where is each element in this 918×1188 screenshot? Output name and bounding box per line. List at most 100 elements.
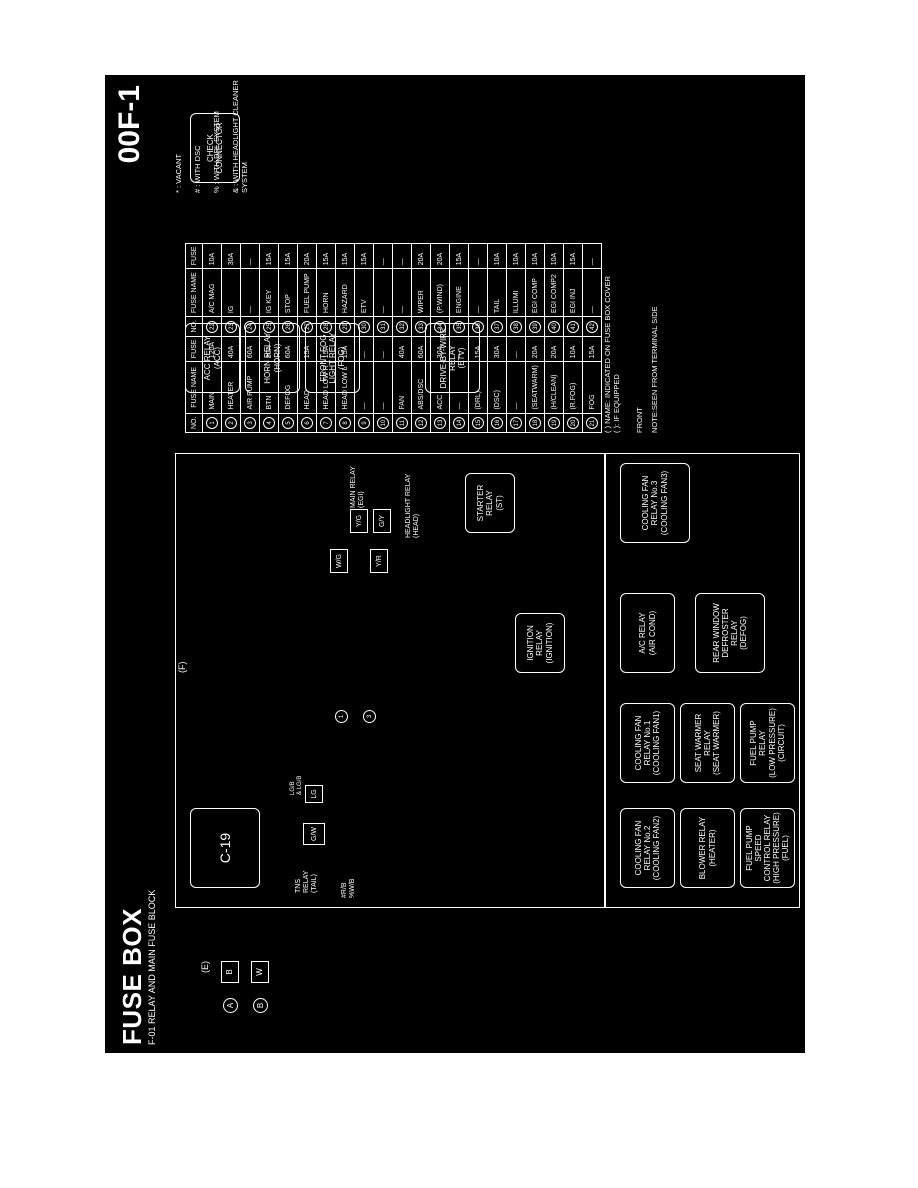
legend-drl: % : WITH DRL SYSTEM [211, 111, 221, 193]
fuse-number: 33 [415, 320, 427, 333]
fuse-number: 41 [567, 320, 579, 333]
fuse-table-cell: 60A [240, 336, 260, 362]
fuse-table-cell: — [468, 268, 488, 317]
fuse-table-cell: AIR PUMP [240, 361, 260, 414]
fuse-number: 22 [206, 320, 218, 333]
fuse-number: 7 [320, 417, 332, 429]
fuse-number: 13 [434, 417, 446, 429]
fuse-box-sheet: FUSE BOX F-01 RELAY AND MAIN FUSE BLOCK … [105, 75, 805, 1053]
fuse-number: 12 [415, 417, 427, 429]
fuse-table-row: 10——31—— [373, 243, 393, 433]
fuse-table-cell: (DRL) [468, 361, 488, 414]
fuse-table-cell: 30A [221, 243, 241, 269]
fuse-table-cell: 15A [563, 243, 583, 269]
page-subtitle: F-01 RELAY AND MAIN FUSE BLOCK [147, 889, 157, 1045]
fuse-table-cell: HORN [316, 268, 336, 317]
header-fuse-left: FUSE [185, 336, 203, 362]
fuse-table-cell: 20 [563, 413, 583, 433]
fuse-number: 27 [301, 320, 313, 333]
fuse-number: 19 [548, 417, 560, 429]
fuse-number: 14 [453, 417, 465, 429]
fuse-number: 26 [282, 320, 294, 333]
fuse-table-cell: 15A [335, 336, 355, 362]
fuse-number: 10 [377, 417, 389, 429]
fuse-table-cell: MAIN [202, 361, 222, 414]
fuse-table-cell: FAN [392, 361, 412, 414]
fuse-table-cell: — [506, 361, 526, 414]
fuse-table-cell: — [392, 243, 412, 269]
fuse-table-cell: 10A [487, 243, 507, 269]
fuse-table-cell: — [373, 361, 393, 414]
headlight-relay-pin-yr: Y/R [370, 549, 388, 573]
front-label: FRONT [635, 407, 644, 433]
seat-warmer-relay: SEAT WARMER RELAY (SEAT WARMER) [680, 703, 735, 783]
fuse-table-cell: 5 [278, 413, 298, 433]
junction-3: 3 [363, 710, 376, 723]
fuse-table-cell: 27 [297, 316, 317, 337]
fuse-number: 36 [472, 320, 484, 333]
fuse-table-cell: 10A [202, 243, 222, 269]
fuse-number: 23 [225, 320, 237, 333]
fuse-number: 32 [396, 320, 408, 333]
fuse-table-cell: — [582, 268, 602, 317]
fuse-table-cell: 12 [411, 413, 431, 433]
fuse-table-cell: EGI INJ [563, 268, 583, 317]
fuse-table-cell: 2 [221, 413, 241, 433]
connector-a-id: A [223, 998, 238, 1013]
fuse-table-cell: WIPER [411, 268, 431, 317]
rear-defroster-relay: REAR WINDOW DEFROSTER RELAY (DEFOG) [695, 593, 765, 673]
page-title: FUSE BOX [117, 908, 147, 1045]
fuse-table-cell: 33 [411, 316, 431, 337]
page-code: 00F-1 [113, 85, 146, 164]
fuse-table-cell: 120A [202, 336, 222, 362]
fuse-table-cell: 31 [373, 316, 393, 337]
fuse-table-cell: 30A [487, 336, 507, 362]
cooling-fan-relay-2: COOLING FAN RELAY No.2 (COOLING FAN2) [620, 808, 675, 888]
fuse-table-cell: (R.FOG) [563, 361, 583, 414]
fuse-table-cell: 26 [278, 316, 298, 337]
fuse-table-cell: 30A [430, 336, 450, 362]
fuse-number: 11 [396, 417, 408, 429]
c19-connector: C-19 [190, 808, 260, 888]
fuse-table-cell: ACC [430, 361, 450, 414]
fuse-table-cell: (H/CLEAN) [544, 361, 564, 414]
cooling-fan-relay-3: COOLING FAN RELAY No.3 (COOLING FAN3) [620, 463, 690, 543]
fuse-table-cell: BTN [259, 361, 279, 414]
fuse-number: 6 [301, 417, 313, 429]
fuse-table-cell: 17 [506, 413, 526, 433]
fuse-table-cell: 18 [525, 413, 545, 433]
fuse-table-cell: HAZARD [335, 268, 355, 317]
fuse-table-cell: 15A [316, 243, 336, 269]
rotated-diagram: FUSE BOX F-01 RELAY AND MAIN FUSE BLOCK … [105, 75, 805, 1053]
fuse-table-cell: 30A [259, 336, 279, 362]
fuse-number: 34 [434, 320, 446, 333]
fuse-number: 38 [510, 320, 522, 333]
fuse-table-cell: 13 [430, 413, 450, 433]
fuse-table-cell: ABS/DSC [411, 361, 431, 414]
fuse-table-cell: 23 [221, 316, 241, 337]
fuse-table-cell: — [582, 243, 602, 269]
fuse-table-cell: 3 [240, 413, 260, 433]
fuse-number: 15 [472, 417, 484, 429]
fuse-table-cell: 24 [240, 316, 260, 337]
fuse-table-cell: 9 [354, 413, 374, 433]
fuse-table-cell: 19 [544, 413, 564, 433]
fuse-table-cell: 4 [259, 413, 279, 433]
fuse-table-cell: 25 [259, 316, 279, 337]
fuse-table-cell: 15A [582, 336, 602, 362]
fuse-table-cell: 20A [411, 243, 431, 269]
fuse-number: 42 [586, 320, 598, 333]
fuse-table-cell: 35 [449, 316, 469, 337]
terminal-side-note: NOTE:SEEN FROM TERMINAL SIDE [650, 306, 659, 433]
fuse-number: 24 [244, 320, 256, 333]
